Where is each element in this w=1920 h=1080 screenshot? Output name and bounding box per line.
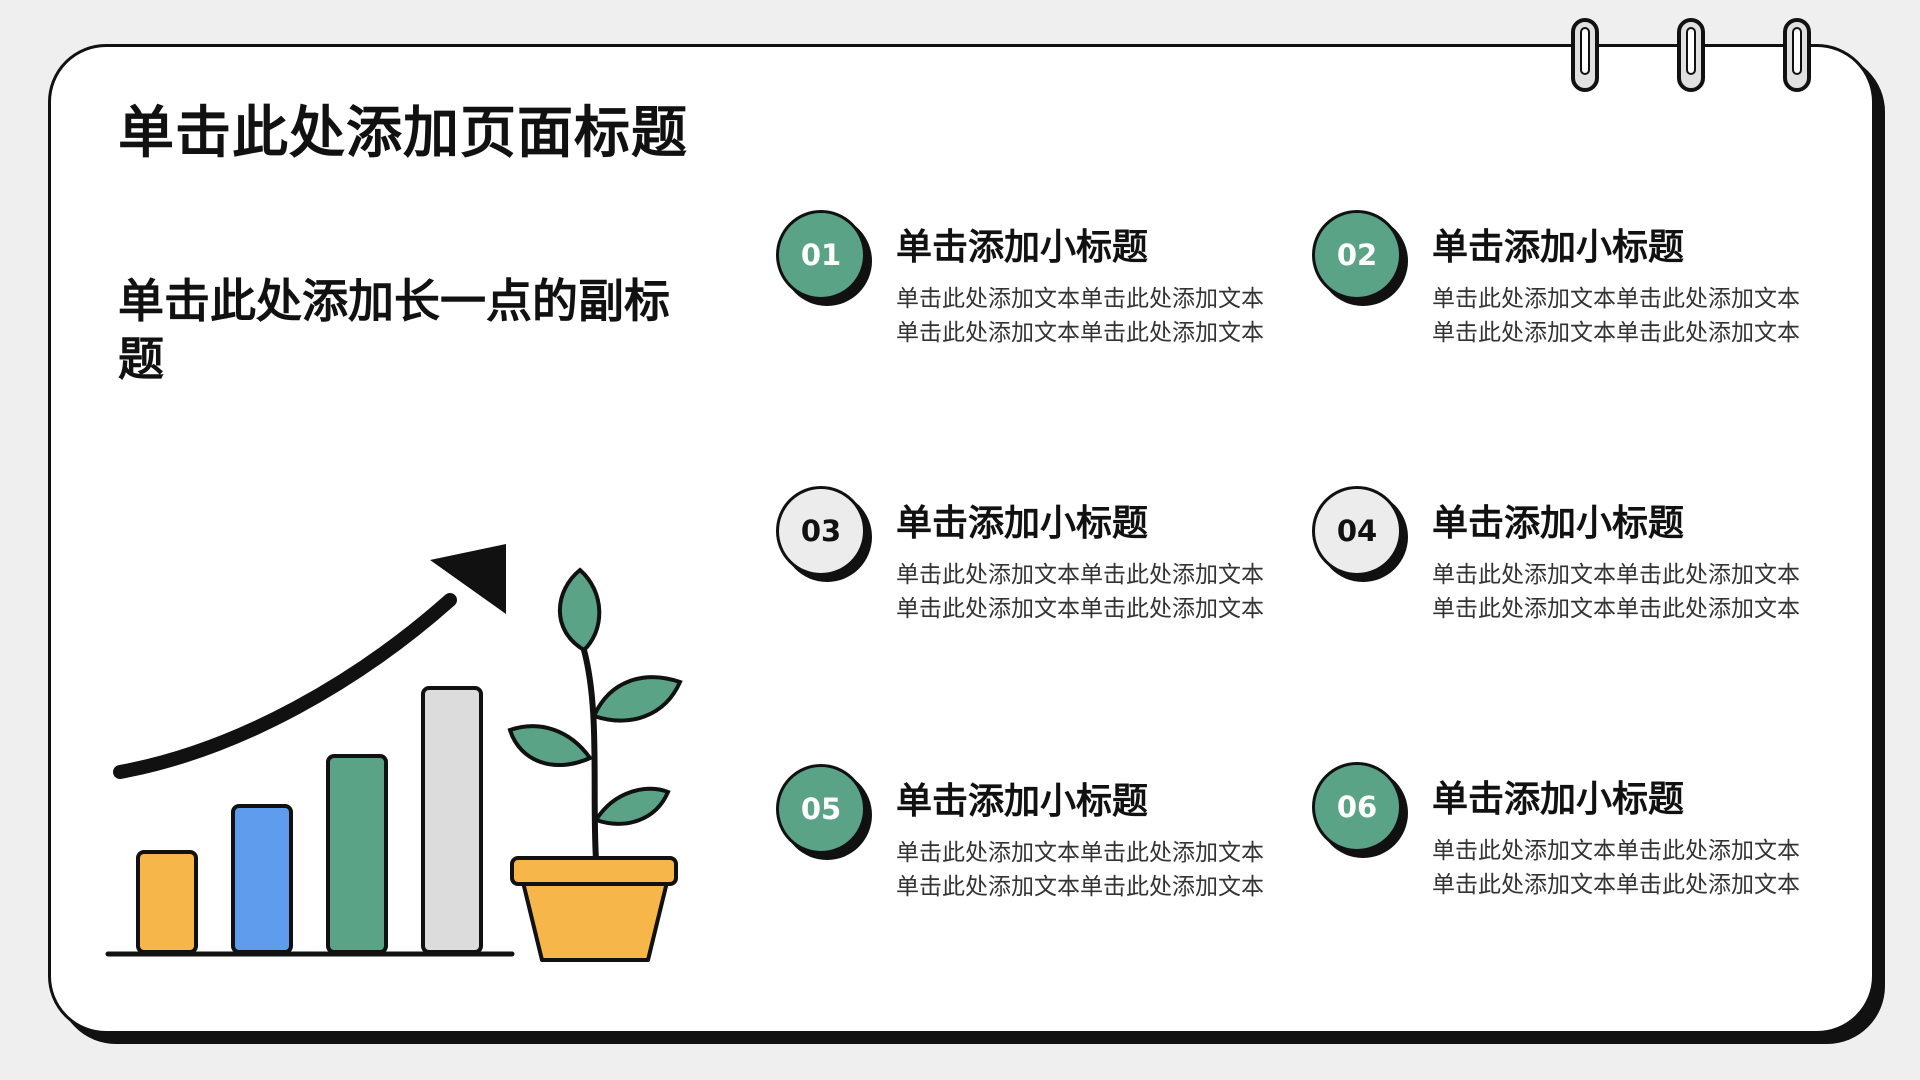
item-title[interactable]: 单击添加小标题 [896, 503, 1149, 544]
item-body[interactable]: 单击此处添加文本单击此处添加文本单击此处添加文本单击此处添加文本 [1432, 838, 1800, 898]
number-badge: 02 [1312, 210, 1402, 300]
list-item-04: 04 单击添加小标题 单击此处添加文本单击此处添加文本单击此处添加文本单击此处添… [1312, 486, 1800, 686]
number-badge: 06 [1312, 762, 1402, 852]
bar-chart-icon [105, 686, 515, 957]
page-title[interactable]: 单击此处添加页面标题 [118, 101, 688, 166]
number-badge: 05 [776, 764, 866, 854]
potted-plant-icon [507, 567, 683, 962]
item-title[interactable]: 单击添加小标题 [1432, 779, 1685, 820]
list-item-01: 01 单击添加小标题 单击此处添加文本单击此处添加文本单击此处添加文本单击此处添… [776, 210, 1264, 410]
list-item-05: 05 单击添加小标题 单击此处添加文本单击此处添加文本单击此处添加文本单击此处添… [776, 764, 1264, 964]
item-body[interactable]: 单击此处添加文本单击此处添加文本单击此处添加文本单击此处添加文本 [896, 286, 1264, 346]
number-badge: 04 [1312, 486, 1402, 576]
list-item-03: 03 单击添加小标题 单击此处添加文本单击此处添加文本单击此处添加文本单击此处添… [776, 486, 1264, 686]
growth-arrow-icon [113, 544, 506, 779]
number-badge: 01 [776, 210, 866, 300]
item-title[interactable]: 单击添加小标题 [1432, 227, 1685, 268]
page-subtitle[interactable]: 单击此处添加长一点的副标题 [118, 274, 670, 386]
item-body[interactable]: 单击此处添加文本单击此处添加文本单击此处添加文本单击此处添加文本 [896, 562, 1264, 622]
item-body[interactable]: 单击此处添加文本单击此处添加文本单击此处添加文本单击此处添加文本 [896, 840, 1264, 900]
item-title[interactable]: 单击添加小标题 [896, 227, 1149, 268]
number-badge: 03 [776, 486, 866, 576]
list-item-06: 06 单击添加小标题 单击此处添加文本单击此处添加文本单击此处添加文本单击此处添… [1312, 762, 1800, 962]
item-body[interactable]: 单击此处添加文本单击此处添加文本单击此处添加文本单击此处添加文本 [1432, 562, 1800, 622]
item-title[interactable]: 单击添加小标题 [1432, 503, 1685, 544]
growth-illustration [105, 544, 683, 962]
item-body[interactable]: 单击此处添加文本单击此处添加文本单击此处添加文本单击此处添加文本 [1432, 286, 1800, 346]
item-title[interactable]: 单击添加小标题 [896, 781, 1149, 822]
list-item-02: 02 单击添加小标题 单击此处添加文本单击此处添加文本单击此处添加文本单击此处添… [1312, 210, 1800, 410]
